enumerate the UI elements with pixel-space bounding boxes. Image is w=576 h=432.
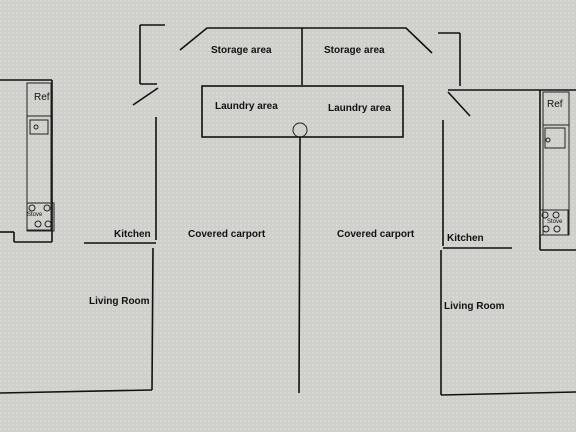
kitchen-label-left: Kitchen	[114, 229, 151, 240]
left-counter	[26, 115, 52, 231]
living-room-label-left: Living Room	[89, 296, 150, 307]
storage-area-label-left: Storage area	[211, 45, 272, 56]
laundry-area-label-left: Laundry area	[215, 101, 278, 112]
covered-carport-label-left: Covered carport	[188, 229, 266, 240]
storage-walls	[139, 24, 461, 86]
kitchen-label-right: Kitchen	[447, 233, 484, 244]
left-stove	[26, 202, 55, 232]
left-unit-walls	[0, 79, 157, 394]
laundry-area-label-right: Laundry area	[328, 103, 391, 114]
ref-label-right: Ref	[547, 99, 563, 110]
stove-label-right: Stove	[547, 219, 563, 225]
carport-divider	[292, 122, 308, 394]
living-room-label-right: Living Room	[444, 301, 505, 312]
angled-walls	[132, 87, 471, 117]
right-unit-walls	[440, 89, 576, 396]
right-stove	[539, 209, 569, 236]
ref-label-left: Ref	[34, 92, 50, 103]
storage-area-label-right: Storage area	[324, 45, 385, 56]
covered-carport-label-right: Covered carport	[337, 229, 415, 240]
stove-label-left: Stove	[27, 212, 43, 218]
